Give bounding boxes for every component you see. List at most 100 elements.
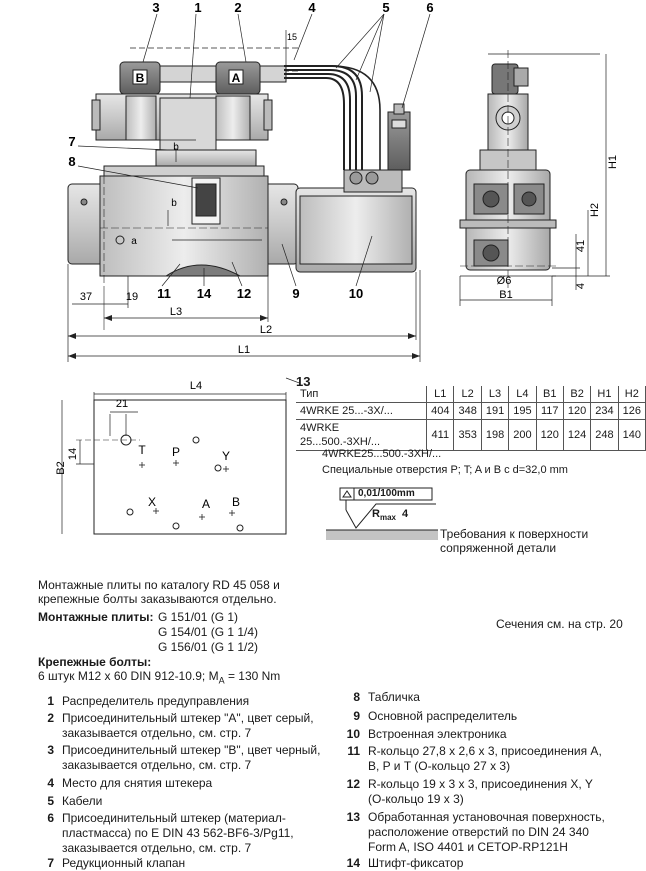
note-holes: Специальные отверстия P; T; A и B с d=32…	[322, 464, 568, 476]
legend-item: Form A, ISO 4401 и CETOP-RP121H	[368, 840, 568, 854]
dim-l3: L3	[170, 306, 182, 318]
plug-a-label: A	[232, 71, 241, 85]
table-cell: 4WRKE 25...-3X/...	[296, 402, 428, 420]
table-header-cell: H2	[617, 386, 646, 403]
callout-6: 6	[426, 0, 433, 15]
table-cell: 124	[562, 419, 592, 451]
table-cell: 120	[535, 419, 564, 451]
callout-11: 11	[157, 286, 171, 301]
legend-number: 10	[346, 727, 360, 741]
table-cell: 234	[590, 402, 619, 420]
table-cell: 200	[508, 419, 537, 451]
callout-8: 8	[68, 154, 75, 169]
table-header-cell: B1	[535, 386, 564, 403]
callout-9: 9	[292, 286, 299, 301]
legend-number: 7	[47, 856, 54, 870]
table-cell: 126	[617, 402, 646, 420]
table-header-cell: L2	[453, 386, 482, 403]
table-cell: 248	[590, 419, 619, 451]
rmax-value: 4	[402, 508, 409, 520]
plug-b-label: B	[136, 71, 145, 85]
dimension-table: Тип L1 L2 L3 L4 B1 B2 H1 H2 4WRKE 25...-…	[296, 386, 646, 451]
callout-13: 13	[296, 374, 311, 389]
port-b: B	[232, 495, 240, 509]
callout-7: 7	[68, 134, 75, 149]
dim-41: 41	[575, 240, 587, 252]
table-cell: 140	[617, 419, 646, 451]
surface-finish-symbol	[326, 487, 438, 540]
table-header-cell: B2	[562, 386, 592, 403]
dim-15: 15	[287, 32, 297, 42]
legend-item: Редукционный клапан	[62, 856, 186, 870]
legend-item: Присоединительный штекер "B", цвет черны…	[62, 743, 321, 757]
legend-item: Присоединительный штекер "A", цвет серый…	[62, 711, 314, 725]
legend-number: 6	[47, 811, 54, 825]
legend-item: Место для снятия штекера	[62, 776, 213, 790]
legend-item: Штифт-фиксатор	[368, 856, 464, 870]
callout-1: 1	[194, 0, 201, 15]
plate-item: G 156/01 (G 1 1/2)	[158, 640, 259, 654]
legend-number: 14	[346, 856, 360, 870]
dim-4: 4	[575, 283, 587, 289]
bolts-sub: A	[218, 675, 225, 686]
bolts-spec: 6 штук M12 x 60 DIN 912-10.9; MA = 130 N…	[38, 669, 280, 688]
callout-5: 5	[382, 0, 389, 15]
surface-text-2: сопряженной детали	[440, 541, 557, 555]
callout-4: 4	[308, 0, 316, 15]
sections-note: Сечения см. на стр. 20	[496, 617, 623, 631]
table-header-cell: Тип	[296, 386, 428, 403]
callout-3: 3	[152, 0, 159, 15]
bolts-label: Крепежные болты:	[38, 655, 152, 669]
dim-a: a	[131, 236, 137, 247]
legend-item: пластмасса) по E DIN 43 562-BF6-3/Pg11,	[62, 826, 294, 840]
callout-14: 14	[197, 286, 212, 301]
table-header-cell: L1	[426, 386, 455, 403]
rmax-r: R	[372, 508, 380, 520]
dim-b1: B1	[499, 289, 512, 301]
note-type: 4WRKE25...500.-3XH/...	[322, 448, 442, 460]
dim-21: 21	[116, 398, 128, 410]
callout-2: 2	[234, 0, 241, 15]
bolts-torque: = 130 Nm	[224, 669, 281, 683]
legend-item: Присоединительный штекер (материал-	[62, 811, 286, 825]
info-line-2: крепежные болты заказываются отдельно.	[38, 592, 277, 606]
valve-side-view-drawing: B A	[67, 0, 434, 362]
table-cell: 4WRKE 25...500.-3XH/...	[296, 419, 428, 451]
table-cell: 191	[480, 402, 510, 420]
legend-item: R-кольцо 19 x 3 x 3, присоединения X, Y	[368, 777, 593, 791]
dim-h1: H1	[607, 155, 619, 169]
legend-item: (O-кольцо 19 x 3)	[368, 792, 464, 806]
port-t: T	[138, 443, 146, 457]
legend-item: расположение отверстий по DIN 24 340	[368, 825, 589, 839]
flatness-value: 0,01/100mm	[358, 488, 415, 499]
table-cell: 120	[562, 402, 592, 420]
callout-12: 12	[237, 286, 251, 301]
dim-l2: L2	[260, 324, 272, 336]
rmax-sub: max	[379, 513, 396, 523]
legend-number: 9	[353, 709, 360, 723]
table-header-cell: L4	[508, 386, 537, 403]
callout-10: 10	[349, 286, 363, 301]
legend-item: Табличка	[368, 690, 420, 704]
dim-l1: L1	[238, 344, 250, 356]
table-header-row: Тип L1 L2 L3 L4 B1 B2 H1 H2	[296, 386, 646, 403]
dim-b-mid: b	[171, 198, 177, 209]
table-cell: 198	[480, 419, 510, 451]
table-header-cell: H1	[590, 386, 619, 403]
dim-b-top: b	[173, 142, 179, 153]
rmax-label: Rmax 4	[372, 508, 408, 522]
plate-item: G 151/01 (G 1)	[158, 610, 239, 624]
legend-number: 5	[47, 794, 54, 808]
plate-item: G 154/01 (G 1 1/4)	[158, 625, 259, 639]
legend-number: 4	[47, 776, 54, 790]
legend-number: 13	[346, 810, 360, 824]
dim-h2: H2	[589, 203, 601, 217]
surface-text-1: Требования к поверхности	[440, 527, 589, 541]
table-cell: 117	[535, 402, 564, 420]
legend-item: Обработанная установочная поверхность,	[368, 810, 605, 824]
legend-number: 12	[346, 777, 360, 791]
dim-37: 37	[80, 291, 92, 303]
legend-item: заказывается отдельно, см. стр. 7	[62, 758, 252, 772]
port-p: P	[172, 445, 180, 459]
mounting-surface-drawing: L4 21 14 B2 T P Y X A B	[55, 377, 300, 535]
